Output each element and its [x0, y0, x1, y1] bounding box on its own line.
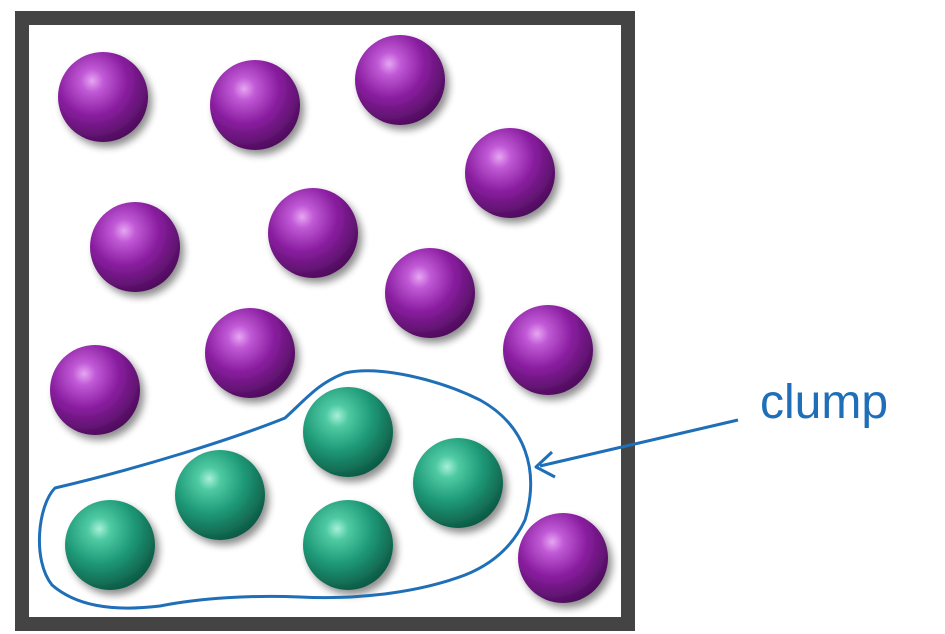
- green-particle: [175, 450, 265, 540]
- clump-label: clump: [760, 376, 888, 429]
- green-particles: [65, 387, 503, 590]
- purple-particle: [518, 513, 608, 603]
- purple-particle: [210, 60, 300, 150]
- clump-outline: [37, 369, 533, 610]
- annotation-arrow-head: [534, 450, 556, 479]
- purple-particle: [465, 128, 555, 218]
- purple-particles: [50, 35, 608, 603]
- purple-particle: [90, 202, 180, 292]
- purple-particle: [58, 52, 148, 142]
- purple-particle: [268, 188, 358, 278]
- purple-particle: [50, 345, 140, 435]
- purple-particle: [503, 305, 593, 395]
- purple-particle: [205, 308, 295, 398]
- annotation-arrow-line: [539, 418, 739, 468]
- purple-particle: [355, 35, 445, 125]
- purple-particle: [385, 248, 475, 338]
- green-particle: [303, 387, 393, 477]
- green-particle: [413, 438, 503, 528]
- green-particle: [303, 500, 393, 590]
- green-particle: [65, 500, 155, 590]
